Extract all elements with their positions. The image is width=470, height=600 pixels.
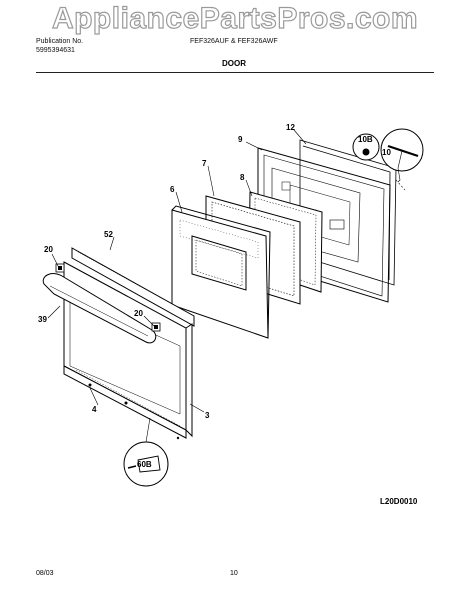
washer-10b: [352, 133, 380, 161]
screw-60b: [123, 417, 169, 487]
publication-number: 5995394631: [36, 47, 75, 54]
callout-7: 7: [202, 159, 207, 168]
screw-hole: [176, 436, 180, 440]
footer-date: 08/03: [36, 570, 54, 577]
handle-end-cap-left: [55, 263, 65, 273]
screw-hole: [124, 401, 128, 405]
diagram-code: L20D0010: [380, 497, 418, 506]
publication-label: Publication No.: [36, 38, 84, 45]
callout-60b: 60B: [137, 460, 152, 469]
screw-hole: [88, 383, 92, 387]
callout-10: 10: [382, 148, 391, 157]
callout-3: 3: [205, 411, 210, 420]
callout-52: 52: [104, 230, 113, 239]
callout-8: 8: [240, 173, 245, 182]
callout-12: 12: [286, 123, 295, 132]
window-frame: [171, 205, 271, 339]
callout-6: 6: [170, 185, 175, 194]
leader-lines: [47, 129, 307, 413]
callout-10b: 10B: [358, 135, 373, 144]
callout-4: 4: [92, 405, 97, 414]
section-title: DOOR: [222, 59, 246, 68]
handle-end-cap-right: [151, 322, 161, 332]
screw-10: [380, 128, 424, 183]
model-numbers: FEF326AUF & FEF326AWF: [190, 38, 278, 45]
callout-9: 9: [238, 135, 243, 144]
header-rule: [36, 72, 434, 73]
footer-page: 10: [230, 570, 238, 577]
callout-39: 39: [38, 315, 47, 324]
callout-20-right: 20: [134, 309, 143, 318]
callout-20-left: 20: [44, 245, 53, 254]
